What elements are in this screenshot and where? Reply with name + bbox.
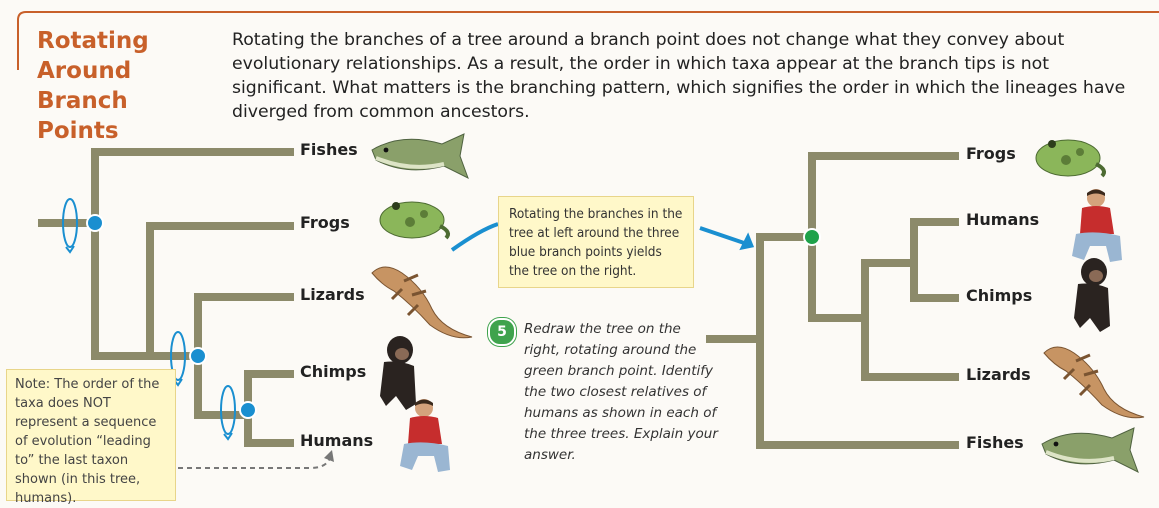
left-tree-branches xyxy=(38,148,294,447)
transform-arrow-head xyxy=(699,226,751,247)
left-taxon-label: Frogs xyxy=(300,213,350,232)
heading-line: Around xyxy=(37,58,132,84)
green-branch-point xyxy=(803,228,821,246)
header-rule xyxy=(17,11,1159,70)
blue-branch-point xyxy=(239,401,257,419)
fish-icon xyxy=(1041,427,1139,474)
chimp-icon xyxy=(1074,258,1110,332)
left-taxon-label: Fishes xyxy=(300,140,358,159)
note-pointer-arrow xyxy=(178,457,331,469)
human-icon xyxy=(400,399,450,472)
rotation-callout: Rotating the branches in the tree at lef… xyxy=(498,196,694,288)
left-taxon-label: Chimps xyxy=(300,362,367,381)
question-number-badge: 5 xyxy=(488,318,516,346)
frog-icon xyxy=(1035,139,1106,178)
question-text: Redraw the tree on the right, rotating a… xyxy=(524,321,718,463)
lizard-icon xyxy=(371,266,473,339)
right-taxon-label: Frogs xyxy=(966,144,1016,163)
transform-arrow xyxy=(450,222,499,252)
right-taxon-label: Fishes xyxy=(966,433,1024,452)
intro-text: Rotating the branches of a tree around a… xyxy=(232,30,1126,122)
right-taxon-label: Chimps xyxy=(966,286,1033,305)
section-heading: Rotating Around Branch Points xyxy=(37,26,217,146)
left-taxon-label: Lizards xyxy=(300,285,365,304)
left-taxon-label: Humans xyxy=(300,431,374,450)
blue-branch-point xyxy=(86,214,104,232)
right-taxon-label: Humans xyxy=(966,210,1040,229)
heading-line: Branch Points xyxy=(37,88,128,144)
rotation-arrow-icons xyxy=(62,198,236,441)
right-taxon-label: Lizards xyxy=(966,365,1031,384)
note-box: Note: The order of the taxa does NOT rep… xyxy=(6,369,176,506)
right-tree-branches xyxy=(706,152,959,449)
heading-line: Rotating xyxy=(37,28,149,54)
rotation-arrow-icon xyxy=(220,385,236,435)
chimp-icon xyxy=(380,336,416,410)
rotation-arrow-icon xyxy=(170,331,186,381)
blue-branch-point xyxy=(189,347,207,365)
lizard-icon xyxy=(1043,346,1145,419)
frog-icon xyxy=(379,201,450,240)
human-icon xyxy=(1072,189,1122,262)
fish-icon xyxy=(371,133,469,180)
rotation-arrow-icon xyxy=(62,198,78,248)
